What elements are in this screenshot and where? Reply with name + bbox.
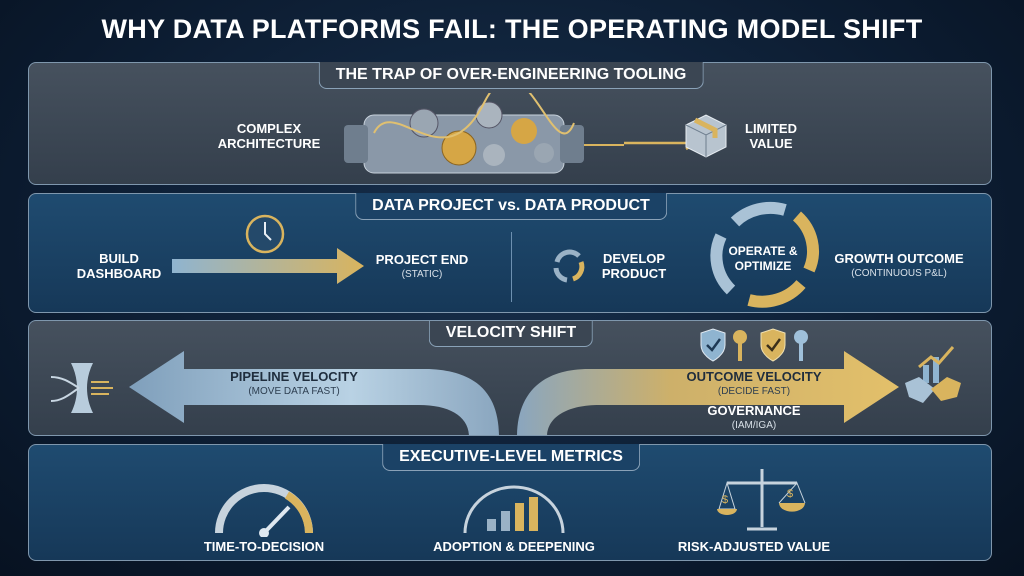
over-engineering-panel: THE TRAP OF OVER-ENGINEERING TOOLING COM…	[28, 62, 992, 185]
operate-optimize-label: OPERATE & OPTIMIZE	[728, 244, 798, 273]
box-icon	[685, 114, 727, 158]
metric-adoption: ADOPTION & DEEPENING	[433, 539, 595, 554]
clock-icon	[245, 214, 285, 254]
scale-icon: $$	[717, 469, 806, 531]
governance-label: GOVERNANCE (IAM/IGA)	[689, 403, 819, 433]
complex-machine-icon	[344, 93, 624, 174]
project-end-text: PROJECT END	[375, 252, 469, 267]
growth-sub: (CONTINUOUS P&L)	[851, 268, 947, 279]
project-end-sub: (STATIC)	[401, 269, 443, 280]
pipeline-velocity-label: PIPELINE VELOCITY (MOVE DATA FAST)	[194, 369, 394, 399]
svg-text:$: $	[722, 494, 728, 506]
limited-value-label: LIMITED VALUE	[745, 121, 797, 151]
project-arrow	[172, 248, 364, 284]
outcome-text: OUTCOME VELOCITY	[686, 369, 822, 384]
complex-architecture-label: COMPLEX ARCHITECTURE	[217, 121, 321, 151]
growth-text: GROWTH OUTCOME	[834, 251, 964, 266]
growth-outcome-label: GROWTH OUTCOME (CONTINUOUS P&L)	[829, 251, 969, 281]
section-heading: EXECUTIVE-LEVEL METRICS	[382, 444, 640, 471]
metric-risk-adjusted-value: RISK-ADJUSTED VALUE	[677, 539, 831, 554]
outcome-sub: (DECIDE FAST)	[717, 386, 791, 397]
section-heading: VELOCITY SHIFT	[428, 321, 594, 347]
gauge-icon	[215, 484, 313, 537]
pipeline-sub: (MOVE DATA FAST)	[248, 386, 340, 397]
project-end-label: PROJECT END (STATIC)	[367, 252, 477, 282]
section-heading: DATA PROJECT vs. DATA PRODUCT	[355, 193, 667, 220]
adoption-chart-icon	[463, 485, 565, 534]
governance-text: GOVERNANCE	[707, 403, 801, 418]
metric-time-to-decision: TIME-TO-DECISION	[203, 539, 325, 554]
bottleneck-icon	[50, 363, 113, 413]
executive-metrics-panel: EXECUTIVE-LEVEL METRICS TIME-TO-DECISION…	[28, 444, 992, 561]
velocity-shift-panel: VELOCITY SHIFT PIPELINE VELOCITY (MOVE DA…	[28, 320, 992, 436]
operate-cycle-icon	[710, 201, 819, 308]
outcome-velocity-label: OUTCOME VELOCITY (DECIDE FAST)	[669, 369, 839, 399]
develop-product-label: DEVELOP PRODUCT	[601, 251, 667, 281]
velocity-arrows	[129, 351, 899, 435]
pipeline-text: PIPELINE VELOCITY	[230, 369, 358, 384]
governance-icons	[700, 328, 808, 362]
svg-text:$: $	[787, 488, 793, 500]
cycle-icon	[553, 249, 585, 283]
governance-sub: (IAM/IGA)	[731, 420, 777, 431]
section-heading: THE TRAP OF OVER-ENGINEERING TOOLING	[318, 62, 704, 89]
divider	[511, 232, 512, 302]
project-vs-product-panel: DATA PROJECT vs. DATA PRODUCT BUILD DASH…	[28, 193, 992, 313]
handshake-growth-icon	[905, 346, 961, 403]
page-title: WHY DATA PLATFORMS FAIL: THE OPERATING M…	[101, 14, 923, 44]
build-dashboard-label: BUILD DASHBOARD	[76, 251, 162, 281]
